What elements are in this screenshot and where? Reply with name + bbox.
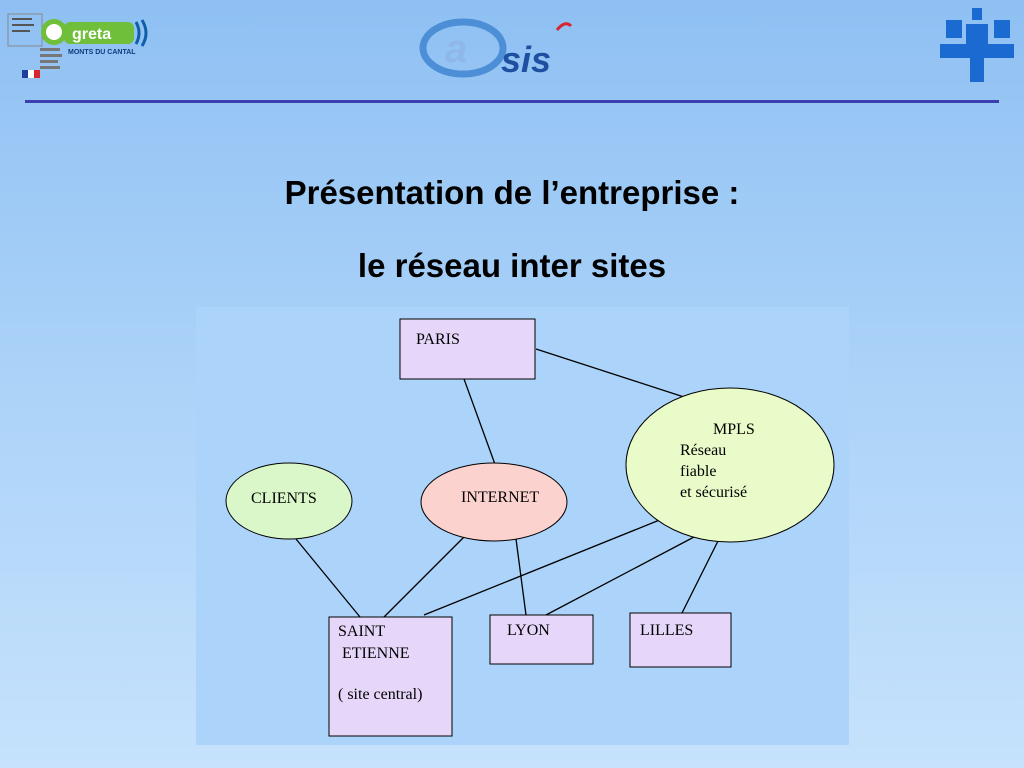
link-mpls-lyon (545, 536, 695, 616)
node-saint-etienne-line3: ( site central) (338, 686, 423, 703)
network-diagram-canvas (225, 318, 835, 737)
node-lyon (489, 614, 594, 665)
node-lilles (629, 612, 732, 668)
node-mpls-line3: et sécurisé (680, 484, 748, 501)
link-mpls-saint-etienne (423, 518, 663, 616)
node-internet-label: INTERNET (461, 489, 540, 506)
header-divider (25, 100, 999, 103)
node-saint-etienne-line2: ETIENNE (342, 645, 410, 662)
greta-logo-subtext: MONTS DU CANTAL (68, 49, 136, 56)
node-mpls-label: MPLS (713, 421, 755, 438)
university-logo (936, 6, 1020, 86)
link-paris-internet (463, 378, 497, 468)
node-lyon-label: LYON (507, 622, 550, 639)
link-paris-mpls (535, 348, 685, 398)
greta-logo: greta MONTS DU CANTAL (2, 8, 162, 82)
svg-text:a: a (445, 27, 467, 71)
asis-logo-text: sis (501, 39, 551, 80)
greta-logo-text: greta (72, 26, 111, 43)
link-clients-saint-etienne (295, 538, 361, 618)
link-internet-saint-etienne (383, 536, 465, 618)
asis-logo: a sis (415, 12, 590, 80)
node-mpls-line2: fiable (680, 463, 717, 480)
node-clients-label: CLIENTS (251, 490, 317, 507)
network-diagram: PARIS MPLS Réseau fiable et sécurisé CLI… (196, 307, 849, 745)
slide-title: Présentation de l’entreprise : (284, 174, 740, 211)
node-mpls-line1: Réseau (680, 442, 727, 459)
node-clients (225, 462, 353, 540)
node-saint-etienne (328, 616, 453, 737)
node-paris (399, 318, 536, 380)
node-saint-etienne-line1: SAINT (338, 623, 386, 640)
node-paris-label: PARIS (416, 331, 460, 348)
node-mpls (625, 387, 835, 543)
slide-subtitle: le réseau inter sites (357, 247, 667, 284)
link-internet-lyon (515, 538, 527, 616)
link-mpls-lilles (681, 540, 719, 614)
node-internet (420, 462, 568, 542)
node-lilles-label: LILLES (640, 622, 694, 639)
